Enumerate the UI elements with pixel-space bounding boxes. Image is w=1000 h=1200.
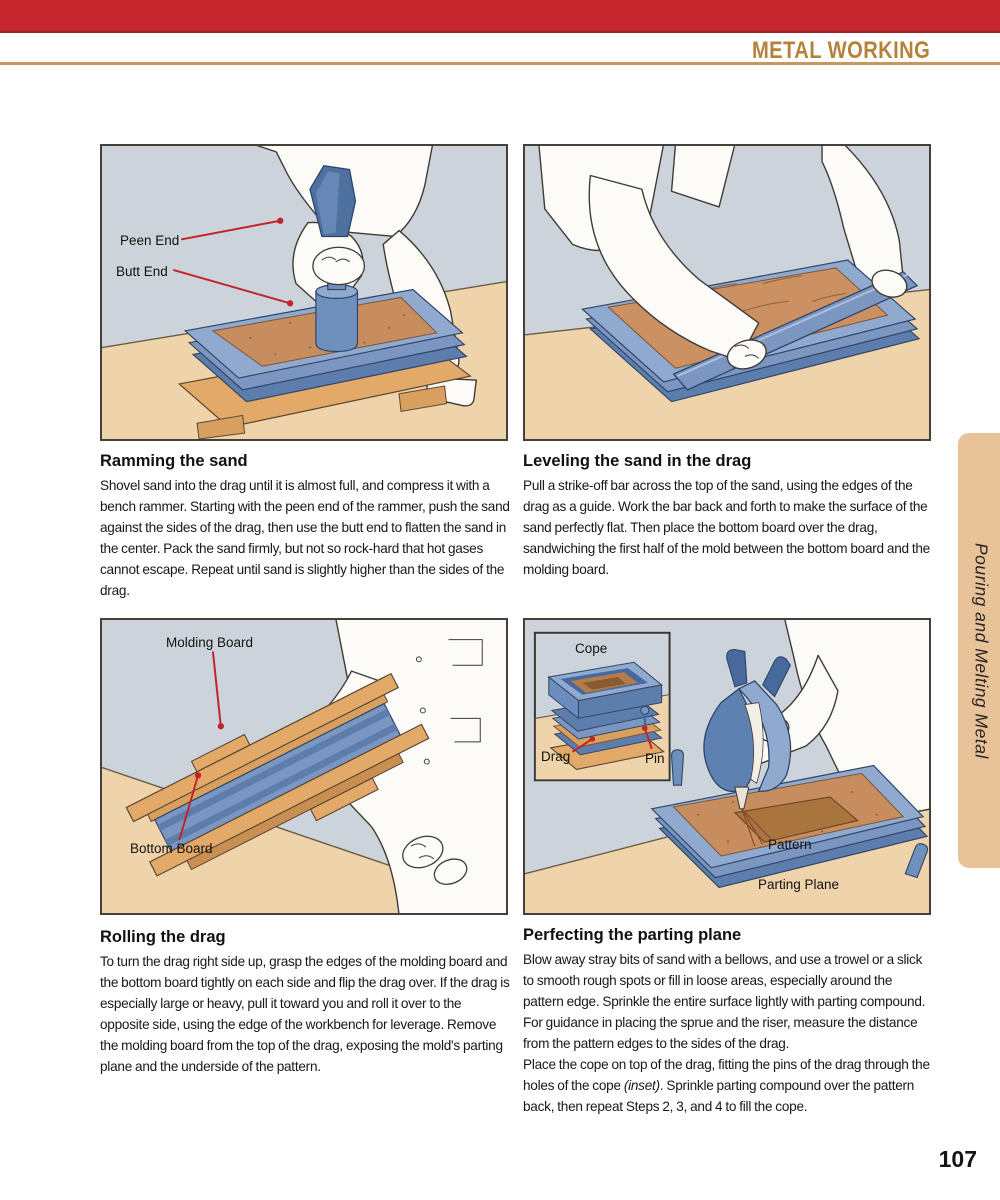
caption-rolling-the-drag: Rolling the drag To turn the drag right … <box>100 928 512 1077</box>
header-gold-rule <box>0 62 1000 65</box>
caption-body-p2-post: . Sprinkle parting compound over the pat… <box>523 1078 915 1114</box>
rolling-illustration-art <box>102 620 506 913</box>
label-drag: Drag <box>541 749 571 764</box>
label-cope: Cope <box>575 641 608 656</box>
caption-title: Perfecting the parting plane <box>523 926 742 944</box>
caption-leveling-the-sand: Leveling the sand in the drag Pull a str… <box>523 452 935 580</box>
caption-body-p2-inset: (inset) <box>623 1078 660 1093</box>
caption-body-p2-pre: Place the cope on top of the drag, fitti… <box>523 1057 930 1093</box>
page-title: METAL WORKING <box>751 37 930 64</box>
caption-perfecting-parting-plane: Perfecting the parting plane Blow away s… <box>523 926 935 1117</box>
label-molding-board: Molding Board <box>166 635 254 650</box>
caption-body: To turn the drag right side up, grasp th… <box>100 954 510 1074</box>
illustration-rolling-the-drag: Molding Board Bottom Board <box>100 618 508 915</box>
header-red-bar <box>0 0 1000 33</box>
parting-plane-illustration-art <box>525 620 929 913</box>
label-peen-end: Peen End <box>120 233 180 248</box>
caption-title: Rolling the drag <box>100 928 226 946</box>
label-pattern: Pattern <box>768 837 812 852</box>
illustration-perfecting-parting-plane: Cope Drag Pin Pattern Parting Plane <box>523 618 931 915</box>
caption-body: Shovel sand into the drag until it is al… <box>100 478 510 598</box>
label-bottom-board: Bottom Board <box>130 841 213 856</box>
caption-ramming-the-sand: Ramming the sand Shovel sand into the dr… <box>100 452 512 601</box>
caption-title: Leveling the sand in the drag <box>523 452 752 470</box>
ramming-illustration-art <box>102 146 506 439</box>
caption-body: Pull a strike-off bar across the top of … <box>523 478 930 577</box>
illustration-leveling-the-sand <box>523 144 931 441</box>
page-number: 107 <box>938 1146 977 1172</box>
section-tab-pouring-and-melting-metal: Pouring and Melting Metal <box>958 433 1000 868</box>
illustration-ramming-the-sand: Peen End Butt End <box>100 144 508 441</box>
caption-body-paragraph-1: Blow away stray bits of sand with a bell… <box>523 952 926 1051</box>
caption-title: Ramming the sand <box>100 452 248 470</box>
inset-cope-drag <box>533 631 671 782</box>
label-parting-plane: Parting Plane <box>758 877 840 892</box>
label-butt-end: Butt End <box>116 264 168 279</box>
label-pin: Pin <box>645 751 665 766</box>
caption-body-paragraph-2: Place the cope on top of the drag, fitti… <box>523 1054 935 1117</box>
leveling-illustration-art <box>525 146 929 439</box>
section-tab-label: Pouring and Melting Metal <box>971 542 992 759</box>
